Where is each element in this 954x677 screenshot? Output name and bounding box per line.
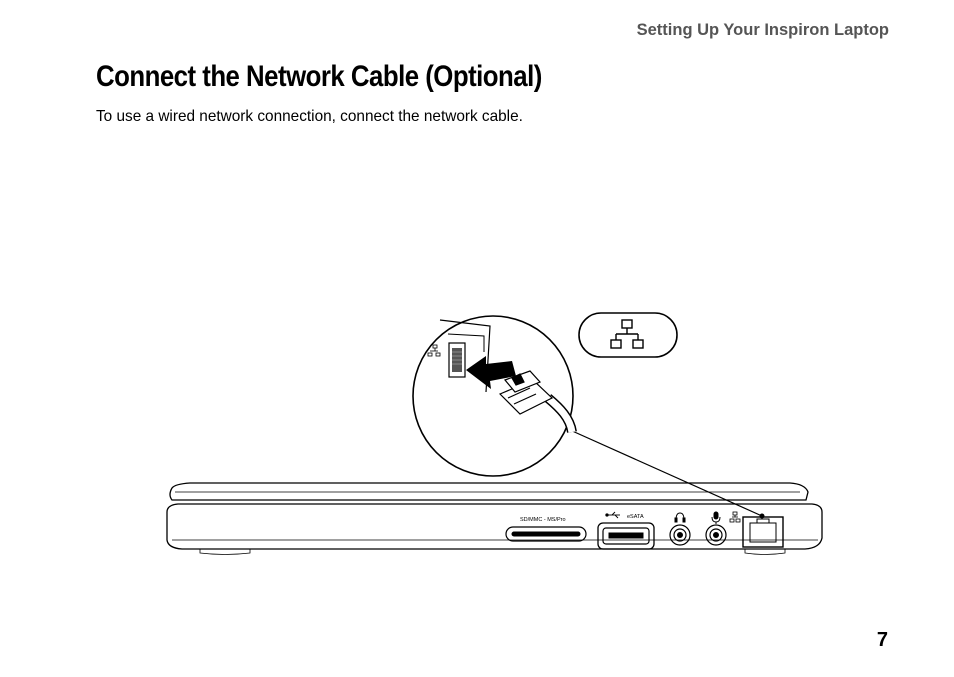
network-port-zoom (448, 342, 466, 378)
microphone-icon (711, 511, 721, 524)
network-icon-port (729, 511, 741, 523)
card-reader-label: SD/MMC - MS/Pro (520, 517, 566, 523)
microphone-jack (705, 524, 727, 546)
page-number: 7 (876, 629, 888, 651)
laptop-side-view (166, 482, 823, 555)
arrow-icon (466, 356, 516, 389)
headphone-icon (674, 512, 686, 523)
network-cable-plug (498, 370, 577, 434)
network-port (742, 513, 784, 548)
running-header: Setting Up Your Inspiron Laptop (636, 21, 889, 39)
leader-line (569, 429, 763, 517)
usb-icon (605, 511, 620, 519)
intro-text: To use a wired network connection, conne… (96, 108, 523, 125)
headphone-jack (669, 524, 691, 546)
zoom-detail (412, 315, 577, 477)
page-title: Connect the Network Cable (Optional) (96, 60, 542, 93)
card-reader-slot (505, 526, 587, 542)
network-icon-small (427, 344, 441, 357)
esata-usb-port (597, 522, 655, 550)
network-icon (610, 319, 644, 349)
network-icon-callout (578, 312, 678, 358)
esata-label: eSATA (627, 514, 644, 520)
